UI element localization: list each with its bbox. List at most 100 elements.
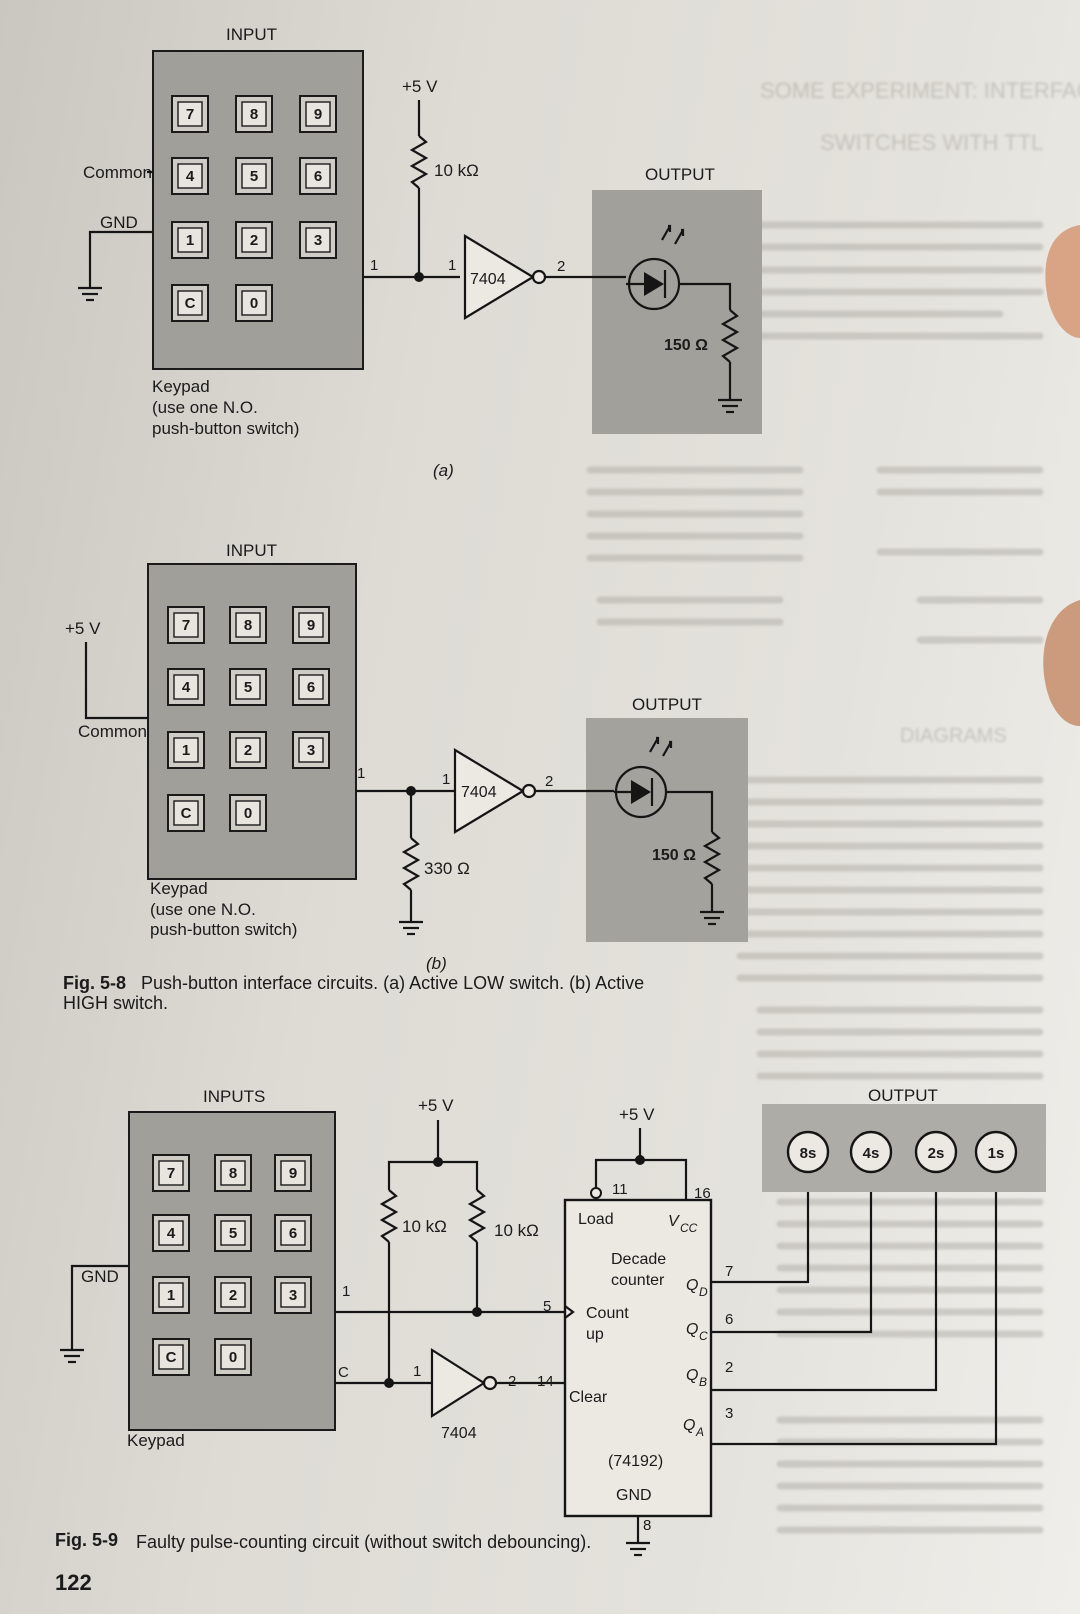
- fig-b-key-4: 4: [167, 668, 205, 706]
- fig-b-key-6: 6: [292, 668, 330, 706]
- fig59-pin-8: 8: [643, 1517, 651, 1534]
- fig59-output-led-2s: 2s: [914, 1130, 958, 1174]
- caption-5-9-label: Fig. 5-9: [55, 1530, 118, 1550]
- fig59-decade: Decade: [611, 1251, 666, 1268]
- fig59-vcc2: +5 V: [619, 1105, 655, 1124]
- fig59-key-2: 2: [214, 1276, 252, 1314]
- fig-a-keypad-note-3: push-button switch): [152, 419, 299, 438]
- fig-a-key-label: 9: [314, 106, 322, 123]
- bleed-heading-1: SOME EXPERIMENT: INTERFACING: [760, 78, 1080, 103]
- fig59-r2-value: 10 kΩ: [494, 1221, 539, 1240]
- fig-a-gate-pin-out: 2: [557, 258, 565, 275]
- fig59-key-6: 6: [274, 1214, 312, 1252]
- fig59-pin-11: 11: [612, 1181, 628, 1198]
- fingertip-top: [1045, 225, 1080, 338]
- caption-5-9-text: Faulty pulse-counting circuit (without s…: [136, 1532, 591, 1552]
- fig59-key-label: 7: [167, 1165, 175, 1182]
- fig-b-keypad-keys: 7 8 9 4 5 6 1 2 3C 0: [167, 606, 330, 832]
- fig59-load: Load: [578, 1211, 614, 1228]
- fig-b-key-8: 8: [229, 606, 267, 644]
- fig-b-pulldown-resistor: [401, 837, 421, 891]
- fig-a-key-4: 4: [171, 157, 209, 195]
- fig-a-pullup-value: 10 kΩ: [434, 161, 479, 180]
- fig-a-gate-pin-in: 1: [448, 257, 456, 274]
- fig-a-led-resistor: [720, 309, 740, 363]
- fig59-key-label: C: [166, 1349, 177, 1366]
- fig-b-key-9: 9: [292, 606, 330, 644]
- fig59-pin-1: 1: [342, 1283, 350, 1300]
- fig59-pin-14: 14: [537, 1373, 554, 1390]
- fig-b-key-label: 5: [244, 679, 252, 696]
- fig59-qc-sub: C: [699, 1329, 708, 1343]
- fig-b-key-label: 8: [244, 617, 252, 634]
- bleed-through-text: SOME EXPERIMENT: INTERFACING SWITCHES WI…: [586, 78, 1080, 1534]
- fig59-pin-c: C: [338, 1364, 349, 1381]
- fig59-output-led-label: 1s: [988, 1145, 1005, 1162]
- fig59-output-led-label: 4s: [863, 1145, 880, 1162]
- fig-a-output-label: OUTPUT: [645, 165, 715, 184]
- fig59-qa: Q: [683, 1417, 695, 1434]
- fig59-key-C: C: [152, 1338, 190, 1376]
- fig-a-key-3: 3: [299, 221, 337, 259]
- fig-a-keypad-note-1: Keypad: [152, 377, 210, 396]
- fig59-key-label: 3: [289, 1287, 297, 1304]
- fig-b-key-2: 2: [229, 731, 267, 769]
- fig-a-key-6: 6: [299, 157, 337, 195]
- fig-a-led-res-value: 150 Ω: [664, 337, 708, 354]
- fig59-counter: counter: [611, 1272, 665, 1289]
- fig-a-key-label: 3: [314, 232, 322, 249]
- page-number: 122: [55, 1570, 92, 1595]
- fig59-part: (74192): [608, 1453, 663, 1470]
- fig59-counter-chip: [563, 1198, 713, 1518]
- fig59-key-label: 1: [167, 1287, 175, 1304]
- fig59-output-led-label: 8s: [800, 1145, 817, 1162]
- fig-b-key-7: 7: [167, 606, 205, 644]
- fig-b-key-label: 7: [182, 617, 190, 634]
- fig-b-key-1: 1: [167, 731, 205, 769]
- fig59-key-3: 3: [274, 1276, 312, 1314]
- fig-b-key-5: 5: [229, 668, 267, 706]
- fig-a-output-panel: [592, 190, 762, 434]
- fig59-pin-16: 16: [694, 1185, 711, 1202]
- fig-a-common-label: Common: [83, 163, 152, 182]
- fig-a-key-9: 9: [299, 95, 337, 133]
- fig59-key-label: 9: [289, 1165, 297, 1182]
- fig59-output-led-label: 2s: [928, 1145, 945, 1162]
- fig59-gate-label: 7404: [441, 1425, 477, 1442]
- fig59-pin-6: 6: [725, 1311, 733, 1328]
- fig59-pin-2: 2: [725, 1359, 733, 1376]
- fig-a-key-label: 8: [250, 106, 258, 123]
- fig-b-key-label: 3: [307, 742, 315, 759]
- fig-a-key-8: 8: [235, 95, 273, 133]
- fig59-keypad-label: Keypad: [127, 1431, 185, 1450]
- fig-a-key-C: C: [171, 284, 209, 322]
- fig-b-key-label: 1: [182, 742, 190, 759]
- fig-b-key-label: 0: [244, 805, 252, 822]
- fig-a-sub: (a): [433, 461, 454, 480]
- fig-a-pullup-resistor: [409, 135, 429, 189]
- fig59-output-led-4s: 4s: [849, 1130, 893, 1174]
- fig-b-common-label: Common: [78, 722, 147, 741]
- fig-a-key-label: 0: [250, 295, 258, 312]
- fig59-key-7: 7: [152, 1154, 190, 1192]
- fig59-key-8: 8: [214, 1154, 252, 1192]
- fig-b-keypad-note-2: (use one N.O.: [150, 900, 256, 919]
- fig59-key-label: 4: [167, 1225, 176, 1242]
- fig59-inv-pin-in: 1: [413, 1363, 421, 1380]
- fig59-qa-sub: A: [695, 1425, 704, 1439]
- fig-a-pin-1: 1: [370, 257, 378, 274]
- fig59-chip-gnd: GND: [616, 1487, 652, 1504]
- fig59-output-label: OUTPUT: [868, 1086, 938, 1105]
- fig-b-keypad-note-3: push-button switch): [150, 920, 297, 939]
- fig59-qb: Q: [686, 1367, 698, 1384]
- fig59-count: Count: [586, 1305, 629, 1322]
- fig59-key-1: 1: [152, 1276, 190, 1314]
- fig-b-output-panel: [586, 718, 748, 942]
- fig-b-keypad-note-1: Keypad: [150, 879, 208, 898]
- fig-b-key-label: 9: [307, 617, 315, 634]
- fig-b-key-C: C: [167, 794, 205, 832]
